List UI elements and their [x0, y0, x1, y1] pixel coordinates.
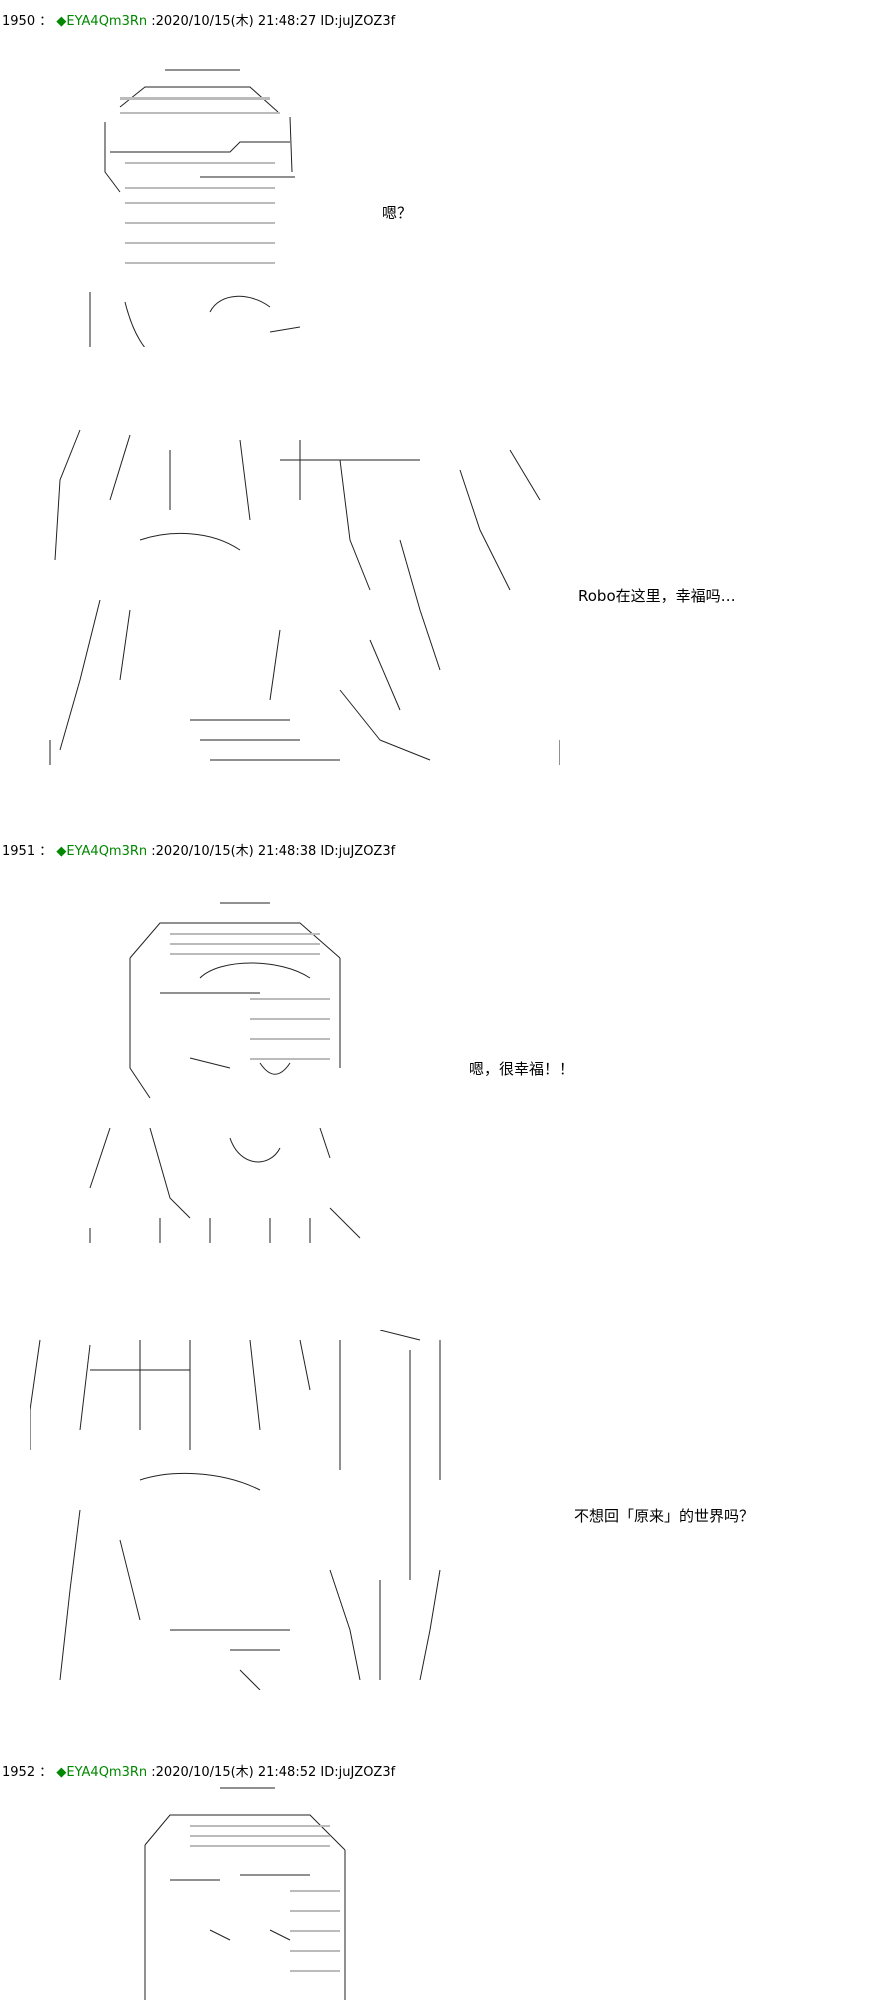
dialogue-line: Robo在这里，幸福吗…: [578, 587, 736, 605]
poster-name[interactable]: ◆EYA4Qm3Rn: [56, 844, 148, 859]
post-date-id: :2020/10/15(木) 21:48:27 ID:juJZOZ3f: [151, 14, 396, 29]
dialogue-line: 嗯？: [382, 204, 413, 222]
ascii-art-characters-scene-2-icon: [30, 1330, 530, 1690]
post-header: 1952 ： ◆EYA4Qm3Rn :2020/10/15(木) 21:48:5…: [2, 1765, 395, 1781]
dialogue-line: 嗯，很幸福！！: [469, 1060, 575, 1078]
post-separator: ：: [39, 844, 53, 859]
ascii-art-character-with-helmet-hair-icon: [50, 62, 300, 347]
post-date-id: :2020/10/15(木) 21:48:38 ID:juJZOZ3f: [151, 844, 396, 859]
poster-name[interactable]: ◆EYA4Qm3Rn: [56, 1765, 148, 1780]
post-header: 1951 ： ◆EYA4Qm3Rn :2020/10/15(木) 21:48:3…: [2, 844, 395, 860]
post-number: 1951: [2, 844, 36, 859]
dialogue-line: 不想回「原来」的世界吗？: [574, 1507, 755, 1525]
post-date-id: :2020/10/15(木) 21:48:52 ID:juJZOZ3f: [151, 1765, 396, 1780]
ascii-art-character-partial-icon: [120, 1780, 360, 2000]
post-separator: ：: [39, 14, 53, 29]
poster-name[interactable]: ◆EYA4Qm3Rn: [56, 14, 148, 29]
ascii-art-character-smiling-icon: [70, 898, 370, 1243]
ascii-art-characters-scene-icon: [40, 420, 560, 775]
post-header: 1950 ： ◆EYA4Qm3Rn :2020/10/15(木) 21:48:2…: [2, 14, 395, 30]
post-number: 1950: [2, 14, 36, 29]
post-number: 1952: [2, 1765, 36, 1780]
post-separator: ：: [39, 1765, 53, 1780]
